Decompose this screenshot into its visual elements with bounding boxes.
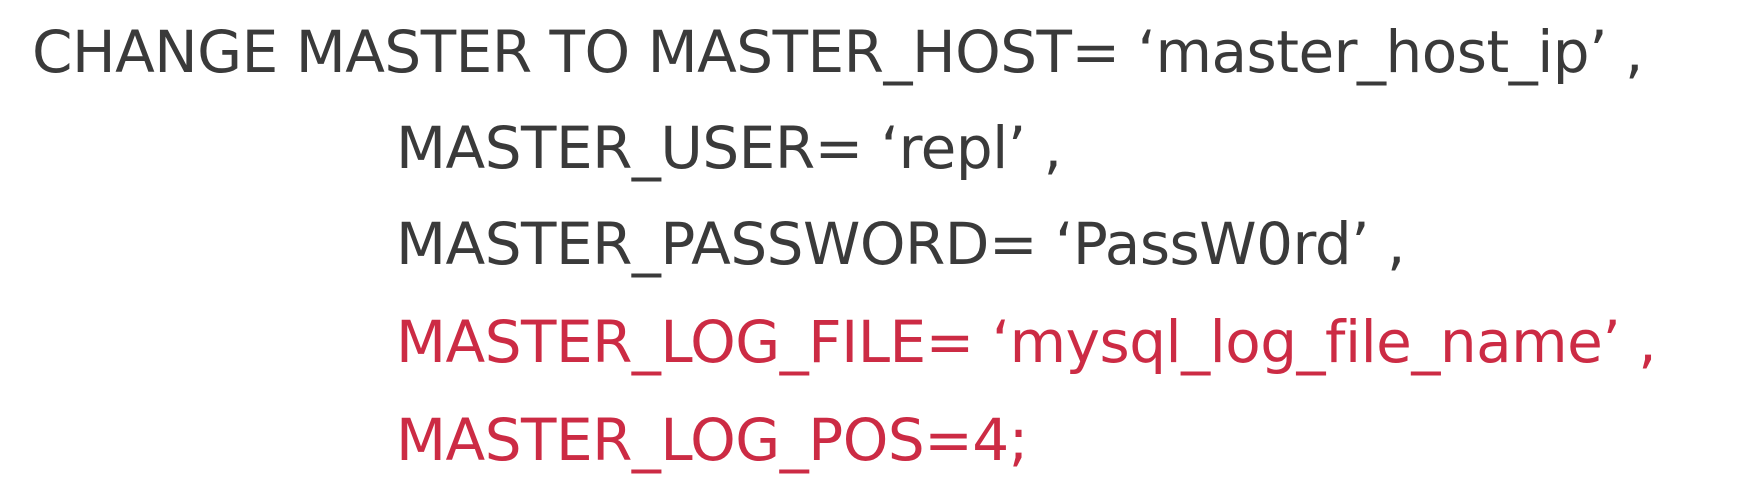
code-line-change-master: CHANGE MASTER TO MASTER_HOST= ‘master_ho… — [32, 18, 1643, 86]
code-line-master-user: MASTER_USER= ‘repl’ , — [396, 114, 1062, 182]
code-line-master-password: MASTER_PASSWORD= ‘PassW0rd’ , — [396, 210, 1405, 278]
code-line-master-log-pos: MASTER_LOG_POS=4; — [396, 406, 1028, 474]
code-line-master-log-file: MASTER_LOG_FILE= ‘mysql_log_file_name’ , — [396, 308, 1657, 376]
